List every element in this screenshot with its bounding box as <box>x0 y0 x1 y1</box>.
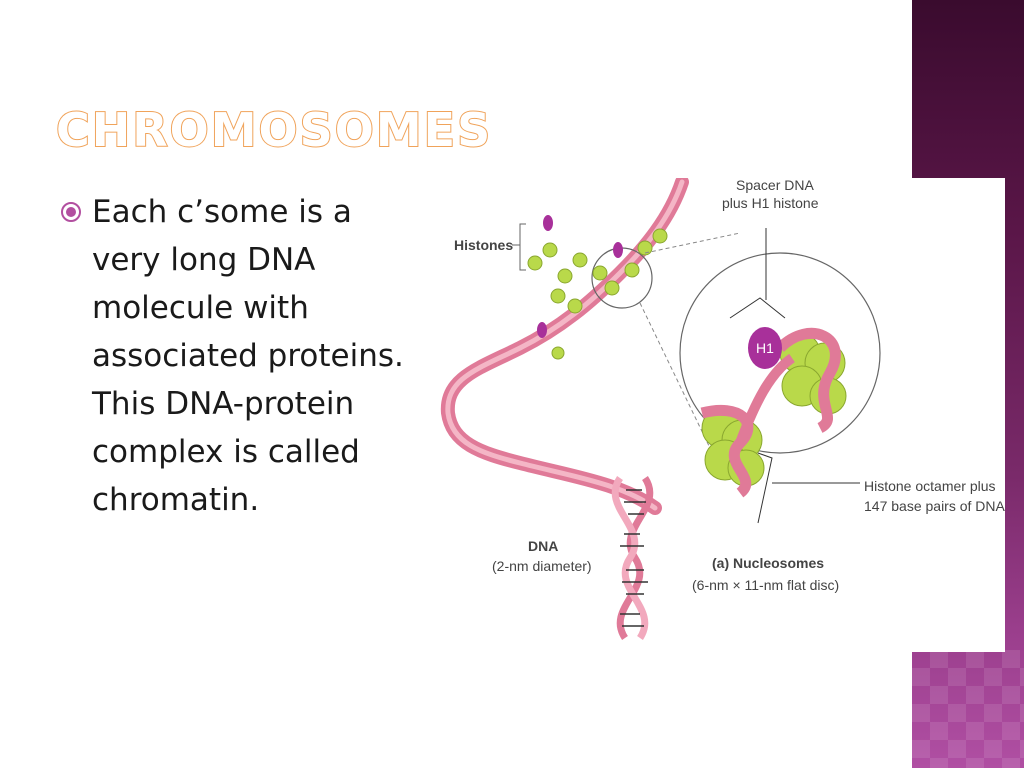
label-dna: DNA <box>528 538 558 554</box>
label-octamer-line1: Histone octamer plus <box>864 478 996 494</box>
label-dna-diameter: (2-nm diameter) <box>492 558 592 574</box>
nucleosome-right <box>776 327 847 433</box>
label-nucleosome-size: (6-nm × 11-nm flat disc) <box>692 577 839 593</box>
nucleosome-left <box>700 404 765 498</box>
label-histones: Histones <box>454 237 513 253</box>
label-octamer-line2: 147 base pairs of DNA <box>864 498 1005 514</box>
circle-bullet-icon <box>61 202 81 222</box>
label-nucleosomes: (a) Nucleosomes <box>712 555 824 571</box>
linker-dna <box>735 353 795 445</box>
chromatin-figure: Histones H1 Spacer DNA <box>440 178 1005 652</box>
bullet-item: Each c’some is a very long DNA molecule … <box>60 188 410 524</box>
magnify-circle-large <box>679 252 881 454</box>
bullet-text: Each c’some is a very long DNA molecule … <box>92 194 404 518</box>
bullet-list: Each c’some is a very long DNA molecule … <box>60 188 410 524</box>
histones-bracket <box>519 223 526 271</box>
diamond-pattern <box>912 650 1024 768</box>
slide-title: Chromosomes <box>55 102 493 158</box>
histone-beads <box>527 215 668 360</box>
dna-strand <box>440 178 689 515</box>
label-spacer-line1: Spacer DNA <box>736 178 814 193</box>
label-spacer-line2: plus H1 histone <box>722 195 819 211</box>
nucleosome-diagram: Histones H1 Spacer DNA <box>440 178 1005 640</box>
label-h1: H1 <box>756 340 774 356</box>
h1-histone <box>748 327 782 369</box>
dna-double-helix <box>611 476 654 640</box>
